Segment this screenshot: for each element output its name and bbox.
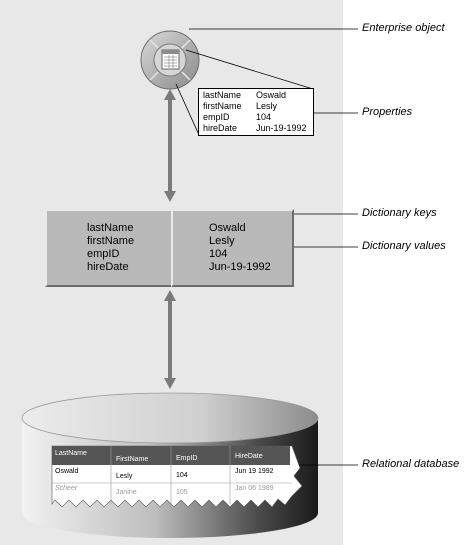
dictionary-value: Lesly (209, 235, 235, 247)
database-table-sheet (51, 445, 303, 508)
properties-connector-lines (175, 49, 314, 136)
table-header-cell: EmpID (176, 455, 198, 462)
property-key: empID (203, 112, 230, 122)
callout-dictionary-keys: Dictionary keys (362, 207, 437, 219)
table-cell: Jun 19 1992 (235, 468, 274, 475)
table-cell: Scheer (55, 485, 78, 492)
property-value: 104 (256, 112, 272, 122)
connector-object-dictionary (164, 89, 176, 202)
table-cell: Lesly (116, 473, 133, 480)
dictionary-key: hireDate (87, 261, 129, 273)
property-key: firstName (203, 101, 242, 111)
dictionary-key: firstName (87, 235, 135, 247)
callout-dictionary-values: Dictionary values (362, 240, 446, 252)
dictionary-value: Jun-19-1992 (209, 261, 271, 273)
table-cell: Jan 06 1989 (235, 485, 274, 492)
dictionary-value: 104 (209, 248, 228, 260)
document-table-icon (161, 49, 180, 70)
table-header-cell: FirstName (116, 456, 149, 463)
table-header-cell: HireDate (235, 453, 263, 460)
property-key: hireDate (203, 123, 238, 133)
property-row: hireDate Jun-19-1992 (203, 123, 313, 134)
table-cell: 104 (176, 472, 188, 479)
table-cell: 105 (176, 489, 188, 496)
callout-enterprise-object: Enterprise object (362, 22, 445, 34)
table-header-cell: LastName (55, 450, 87, 457)
property-row: lastName Oswald (203, 90, 313, 101)
dictionary-value: Oswald (209, 222, 246, 234)
table-cell: Janine (116, 489, 137, 496)
property-value: Lesly (256, 101, 278, 111)
property-value: Oswald (256, 90, 287, 100)
dictionary-values-box: Oswald Lesly 104 Jun-19-1992 (171, 209, 294, 287)
dictionary-keys-box: lastName firstName empID hireDate (45, 209, 173, 287)
property-row: empID 104 (203, 112, 313, 123)
callout-properties: Properties (362, 106, 413, 118)
property-key: lastName (203, 90, 242, 100)
dictionary-key: empID (87, 248, 120, 260)
properties-box: lastName Oswald firstName Lesly empID 10… (198, 88, 314, 136)
property-value: Jun-19-1992 (256, 123, 307, 133)
property-row: firstName Lesly (203, 101, 313, 112)
callout-relational-database: Relational database (362, 458, 460, 470)
table-cell: Oswald (55, 468, 79, 475)
connector-dictionary-database (164, 290, 176, 389)
dictionary-key: lastName (87, 222, 134, 234)
enterprise-object-icon (140, 30, 200, 90)
